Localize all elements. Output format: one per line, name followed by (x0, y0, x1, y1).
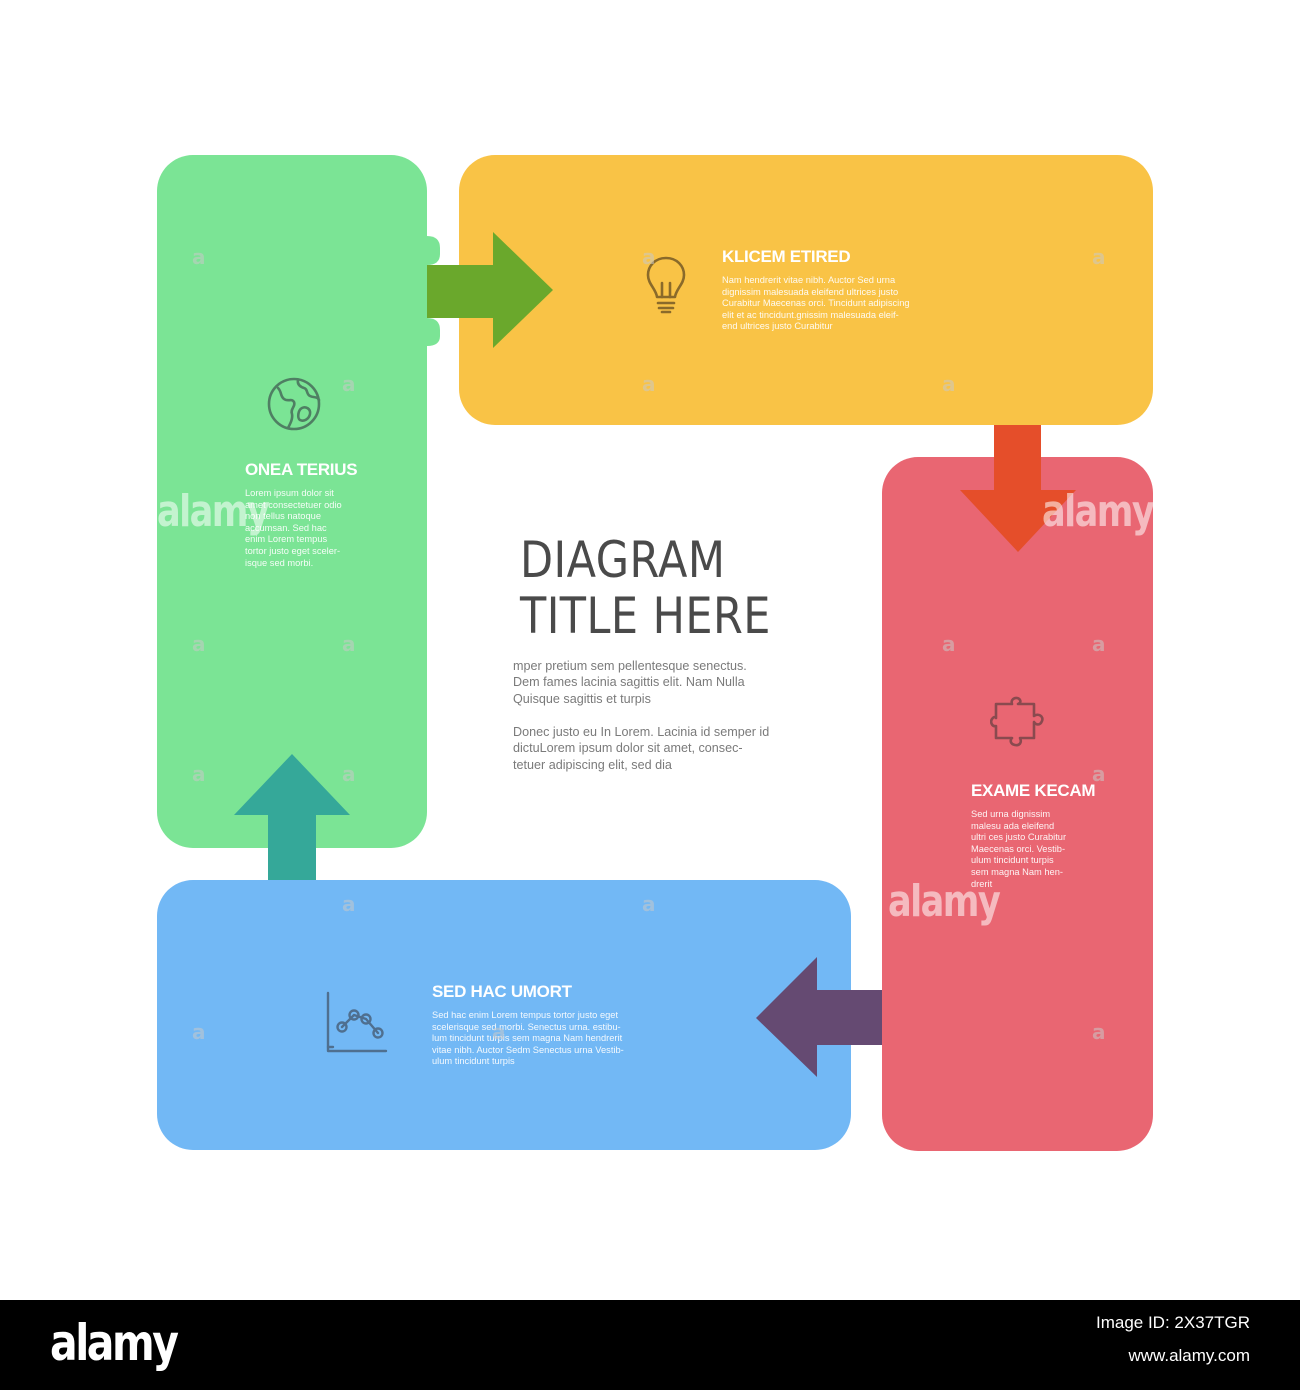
red-block-text: Sed urna dignissim malesu ada eleifend u… (971, 809, 1067, 889)
watermark-mark: a (192, 245, 206, 269)
watermark-mark: a (192, 1020, 206, 1044)
green-block (157, 155, 427, 848)
watermark-mark: a (342, 372, 356, 396)
watermark-mark: a (1092, 245, 1106, 269)
footer-logo: alamy (50, 1314, 179, 1372)
red-block (882, 457, 1153, 1151)
blue-block (157, 880, 851, 1150)
blue-block-text: Sed hac enim Lorem tempus tortor justo e… (432, 1010, 624, 1067)
watermark-mark: a (342, 632, 356, 656)
arrow-green-to-yellow (427, 232, 553, 348)
diagram-canvas: ONEA TERIUS Lorem ipsum dolor sit amet c… (157, 155, 1155, 1151)
diagram-description-2: Donec justo eu In Lorem. Lacinia id semp… (513, 725, 770, 772)
watermark-mark: a (192, 632, 206, 656)
watermark-mark: a (642, 245, 656, 269)
watermark-mark: a (1092, 632, 1106, 656)
yellow-block-text: Nam hendrerit vitae nibh. Auctor Sed urn… (722, 275, 910, 332)
blue-block-title: SED HAC UMORT (432, 982, 572, 1001)
watermark-logo: alamy (157, 486, 270, 537)
diagram-shapes (157, 155, 1153, 1151)
watermark-mark: a (642, 892, 656, 916)
watermark-logo: alamy (888, 876, 1001, 927)
watermark-logo: alamy (1042, 486, 1155, 537)
footer-image-id: Image ID: 2X37TGR (1095, 1313, 1250, 1332)
watermark-mark: a (192, 762, 206, 786)
footer-bar: alamy Image ID: 2X37TGR www.alamy.com (0, 1300, 1300, 1390)
watermark-mark: a (1092, 1020, 1106, 1044)
watermark-mark: a (342, 762, 356, 786)
red-block-title: EXAME KECAM (971, 781, 1096, 800)
watermark-mark: a (642, 372, 656, 396)
connector-green-to-yellow (427, 236, 440, 346)
arrow-red-to-blue (756, 957, 882, 1077)
diagram-description-1: mper pretium sem pellentesque senectus. … (513, 659, 747, 706)
diagram-title: DIAGRAM TITLE HERE (520, 531, 771, 645)
yellow-block-title: KLICEM ETIRED (722, 247, 851, 266)
arrow-yellow-to-red (960, 425, 1076, 552)
yellow-block (459, 155, 1153, 425)
watermark-mark: a (1092, 762, 1106, 786)
watermark-mark: a (942, 632, 956, 656)
globe-icon (267, 377, 321, 431)
watermark-mark: a (492, 1020, 506, 1044)
watermark-mark: a (342, 892, 356, 916)
line-chart-icon (326, 991, 388, 1053)
green-block-title: ONEA TERIUS (245, 460, 358, 479)
watermark-mark: a (942, 372, 956, 396)
lightbulb-icon (646, 256, 686, 314)
green-block-text: Lorem ipsum dolor sit amet consectetuer … (245, 488, 342, 568)
arrow-blue-to-green (234, 754, 350, 880)
footer-url: www.alamy.com (1128, 1346, 1250, 1365)
puzzle-piece-icon (990, 696, 1044, 747)
